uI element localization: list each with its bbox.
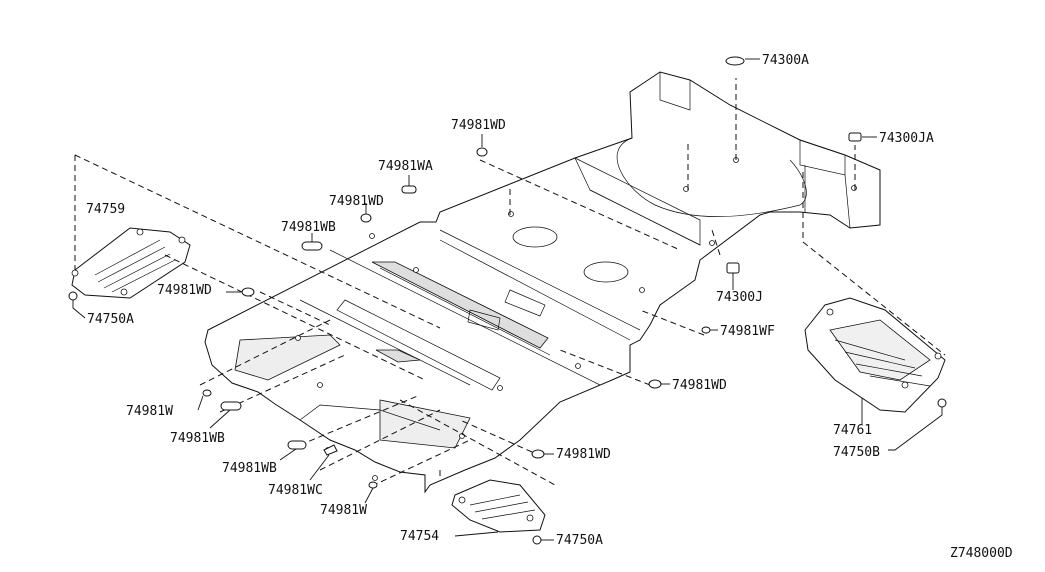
- label-74300J: 74300J: [716, 290, 763, 305]
- under-cover-74761: [804, 297, 946, 413]
- label-74981WD-2: 74981WD: [329, 194, 384, 209]
- label-74981WD-3: 74981WD: [157, 283, 212, 298]
- label-74750B: 74750B: [833, 445, 880, 460]
- label-74750A-1: 74750A: [87, 312, 134, 327]
- label-74754: 74754: [400, 529, 439, 544]
- under-cover-74754: [451, 479, 546, 533]
- grommet-74981WB-1: [301, 241, 323, 251]
- plug-74300J: [726, 262, 740, 274]
- grommet-74981WF: [701, 326, 711, 334]
- clip-74981WC: [323, 444, 338, 456]
- diagram-code: Z748000D: [950, 546, 1013, 561]
- label-74981W-1: 74981W: [126, 404, 173, 419]
- label-74759: 74759: [86, 202, 125, 217]
- label-74300A: 74300A: [762, 53, 809, 68]
- grommet-74981WB-3: [287, 440, 307, 450]
- label-74750A-2: 74750A: [556, 533, 603, 548]
- reference-lines: [74, 78, 946, 487]
- label-74981WD-5: 74981WD: [556, 447, 611, 462]
- plug-74300JA: [848, 132, 862, 142]
- grommet-74981W-2: [368, 481, 378, 489]
- floor-panel: [204, 71, 881, 494]
- label-74981WA: 74981WA: [378, 159, 433, 174]
- part-labels: 74300A 74300JA 74981WD 74981WA 74981WD 7…: [86, 53, 1013, 561]
- clip-74750B: [937, 398, 947, 408]
- label-74981WD-4: 74981WD: [672, 378, 727, 393]
- grommet-74981WD-2: [360, 213, 372, 223]
- plug-74300A: [725, 56, 745, 66]
- label-74981WD-1: 74981WD: [451, 118, 506, 133]
- label-74761: 74761: [833, 423, 872, 438]
- grommet-74981WD-4: [648, 379, 662, 389]
- label-74981WB-3: 74981WB: [222, 461, 277, 476]
- clip-74750A-1: [68, 291, 78, 301]
- label-74981WF: 74981WF: [720, 324, 775, 339]
- grommet-74981WD-3: [241, 287, 255, 297]
- label-74981WB-1: 74981WB: [281, 220, 336, 235]
- grommet-74981WD-5: [531, 449, 545, 459]
- leader-lines: [72, 58, 943, 541]
- grommet-74981WA: [401, 185, 417, 194]
- grommet-74981WB-2: [220, 401, 242, 411]
- label-74300JA: 74300JA: [879, 131, 934, 146]
- grommet-74981WD-1: [476, 147, 488, 157]
- under-cover-74759: [71, 227, 191, 299]
- label-74981W-2: 74981W: [320, 503, 367, 518]
- clip-74750A-2: [532, 535, 542, 545]
- label-74981WB-2: 74981WB: [170, 431, 225, 446]
- grommet-74981W-1: [202, 389, 212, 397]
- label-74981WC: 74981WC: [268, 483, 323, 498]
